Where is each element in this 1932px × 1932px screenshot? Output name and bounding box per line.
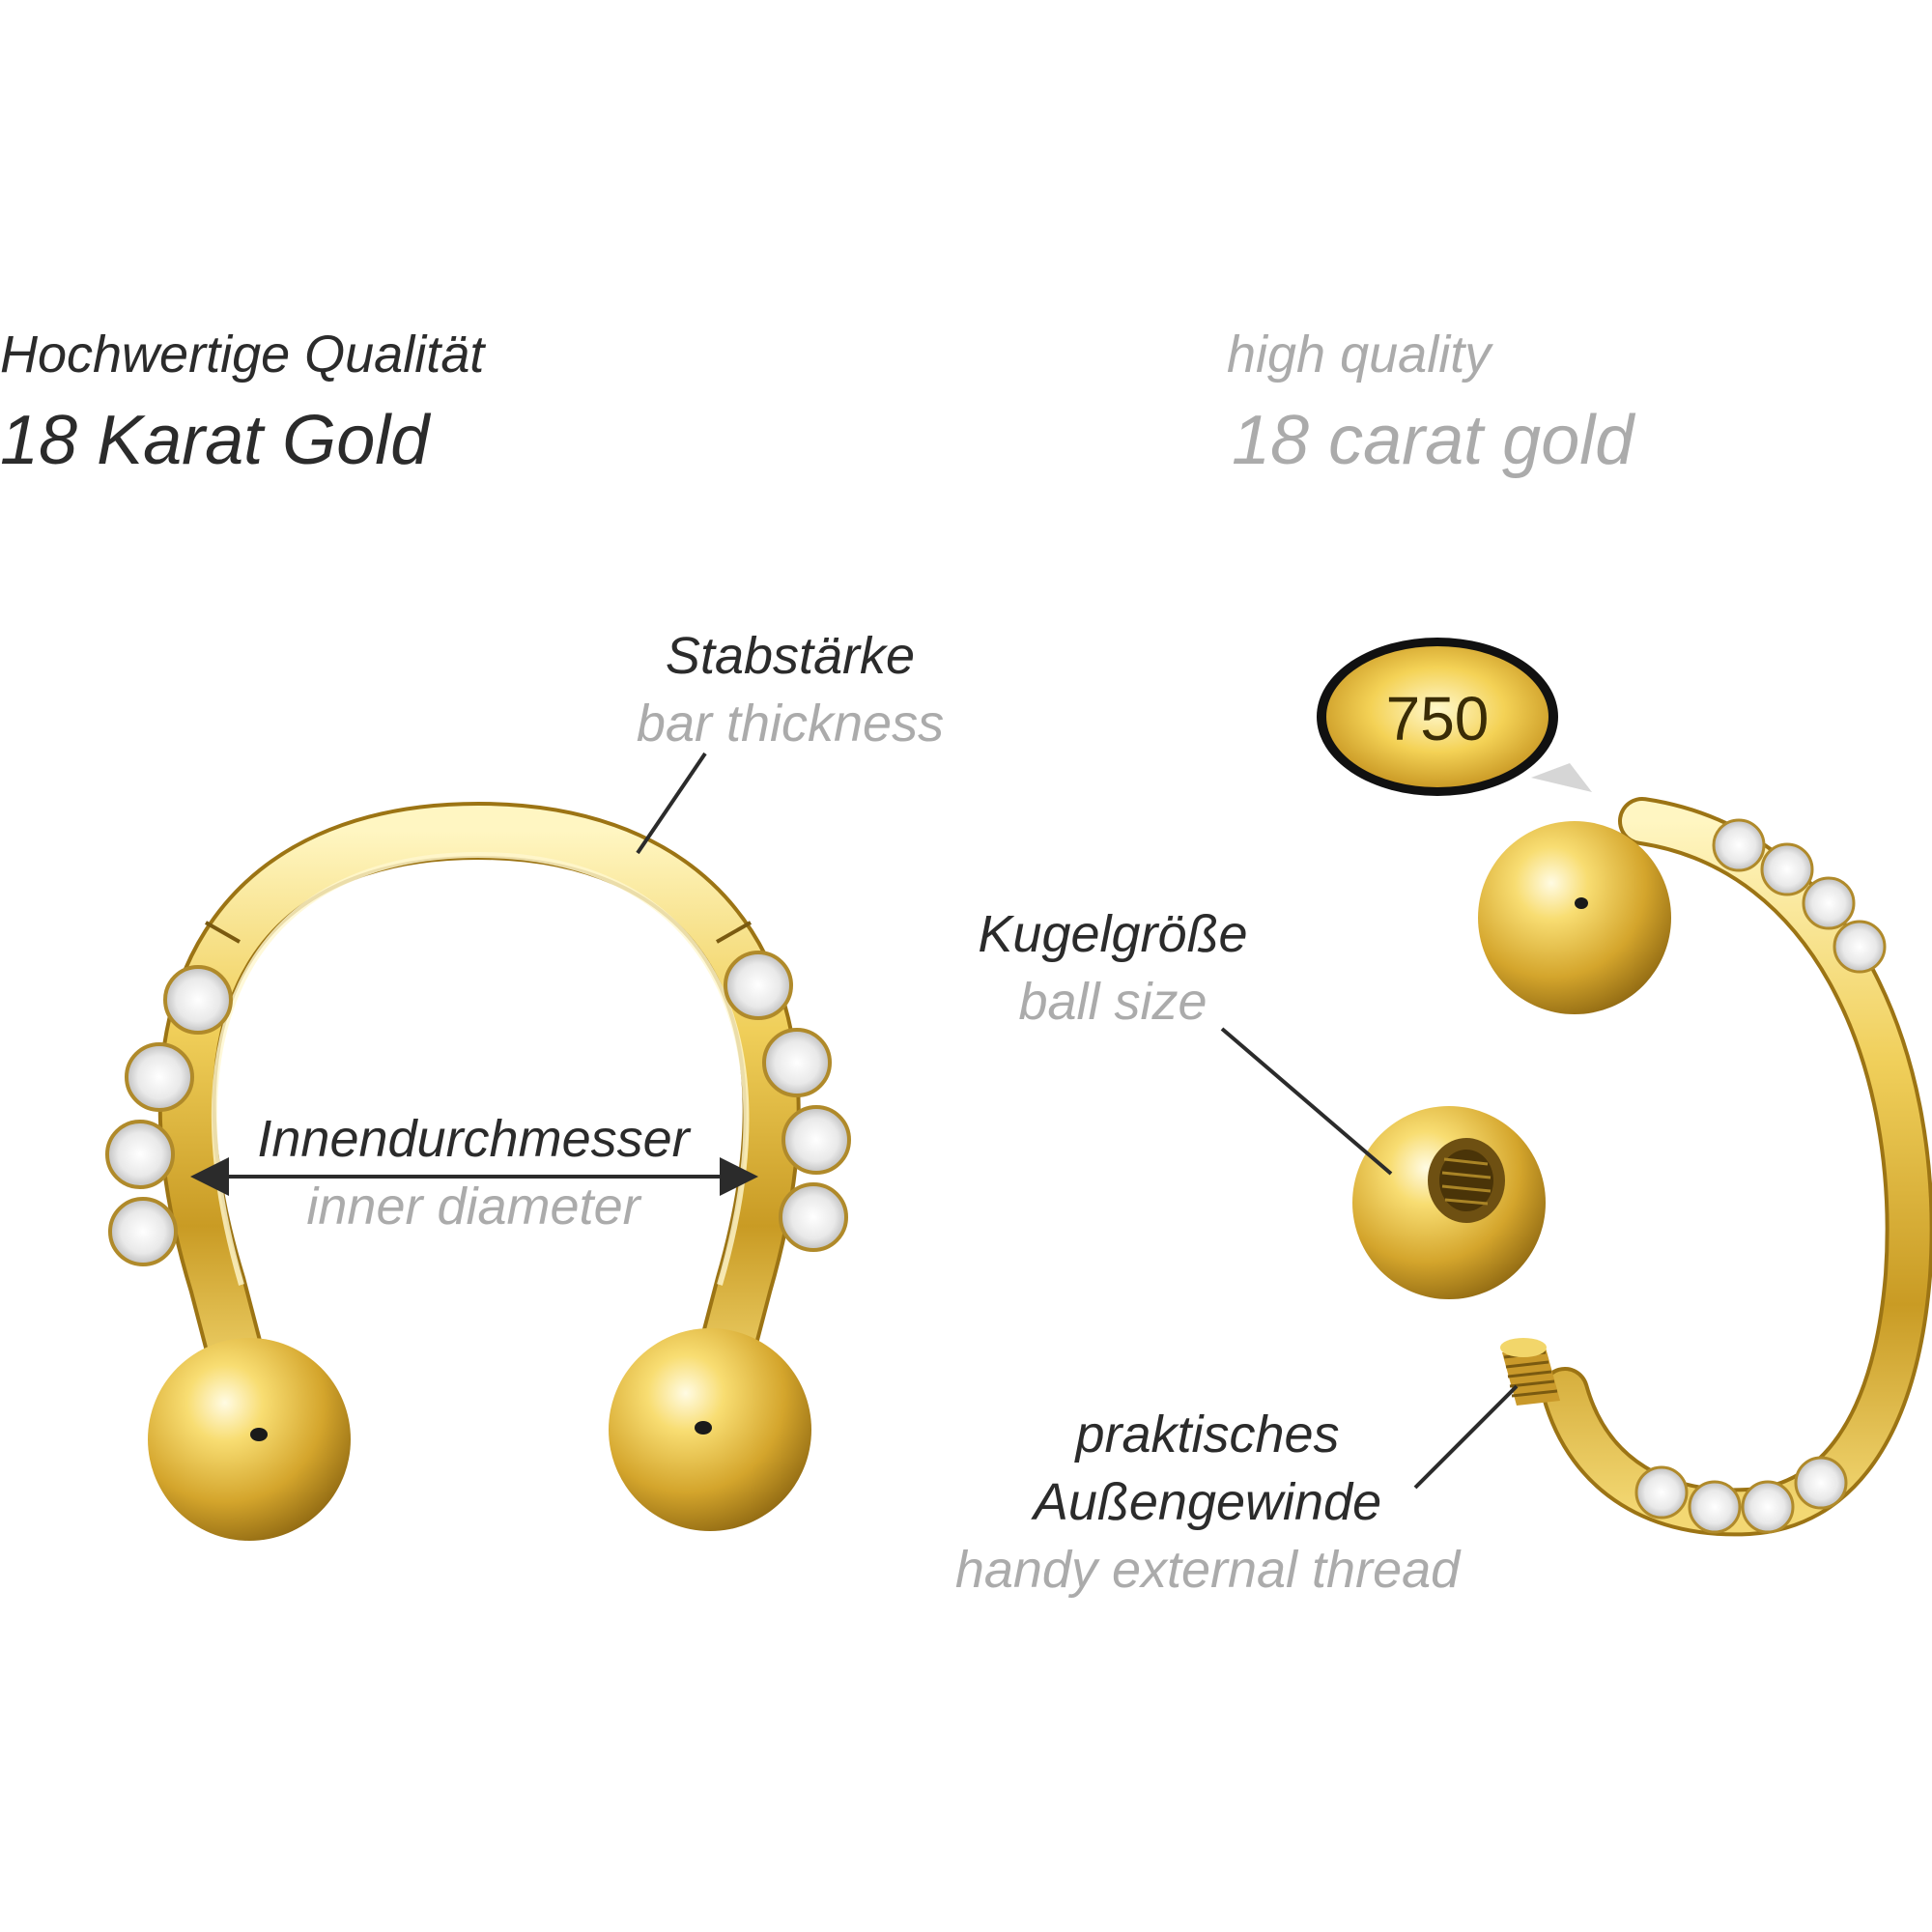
label-bar-thickness-en: bar thickness [636,695,945,753]
label-inner-diameter-en: inner diameter [306,1178,640,1236]
label-ball-size-de: Kugelgröße [978,905,1248,963]
thread-leader [1413,1384,1519,1490]
hallmark-callout [1317,638,1592,796]
ring-gems-left [105,965,233,1266]
loose-threaded-ball [1352,1106,1546,1299]
headline-en-quality: high quality [1227,326,1492,384]
label-inner-diameter-de: Innendurchmesser [257,1110,690,1168]
bar-thickness-leader [636,752,707,855]
label-ball-size-en: ball size [1018,973,1208,1031]
hallmarked-ball [1478,821,1671,1014]
hallmark-750: 750 [1385,684,1490,753]
label-bar-thickness-de: Stabstärke [665,627,916,685]
label-thread-en: handy external thread [954,1541,1461,1599]
headline-en-gold: 18 carat gold [1232,402,1634,479]
label-thread-de-line2: Außengewinde [1033,1473,1382,1531]
horseshoe-ring [105,801,851,1541]
ball-size-leader [1220,1027,1393,1176]
open-ring-gems-top [1712,818,1887,974]
open-ring-gems-bottom [1634,1456,1848,1534]
open-ring [1352,797,1932,1537]
label-thread-de-line1: praktisches [1075,1406,1340,1463]
ring-gems-right [724,951,851,1252]
threaded-post [1500,1338,1560,1406]
headline-de-quality: Hochwertige Qualität [0,326,485,384]
headline-de-gold: 18 Karat Gold [0,402,430,479]
left-end-ball [148,1338,351,1541]
